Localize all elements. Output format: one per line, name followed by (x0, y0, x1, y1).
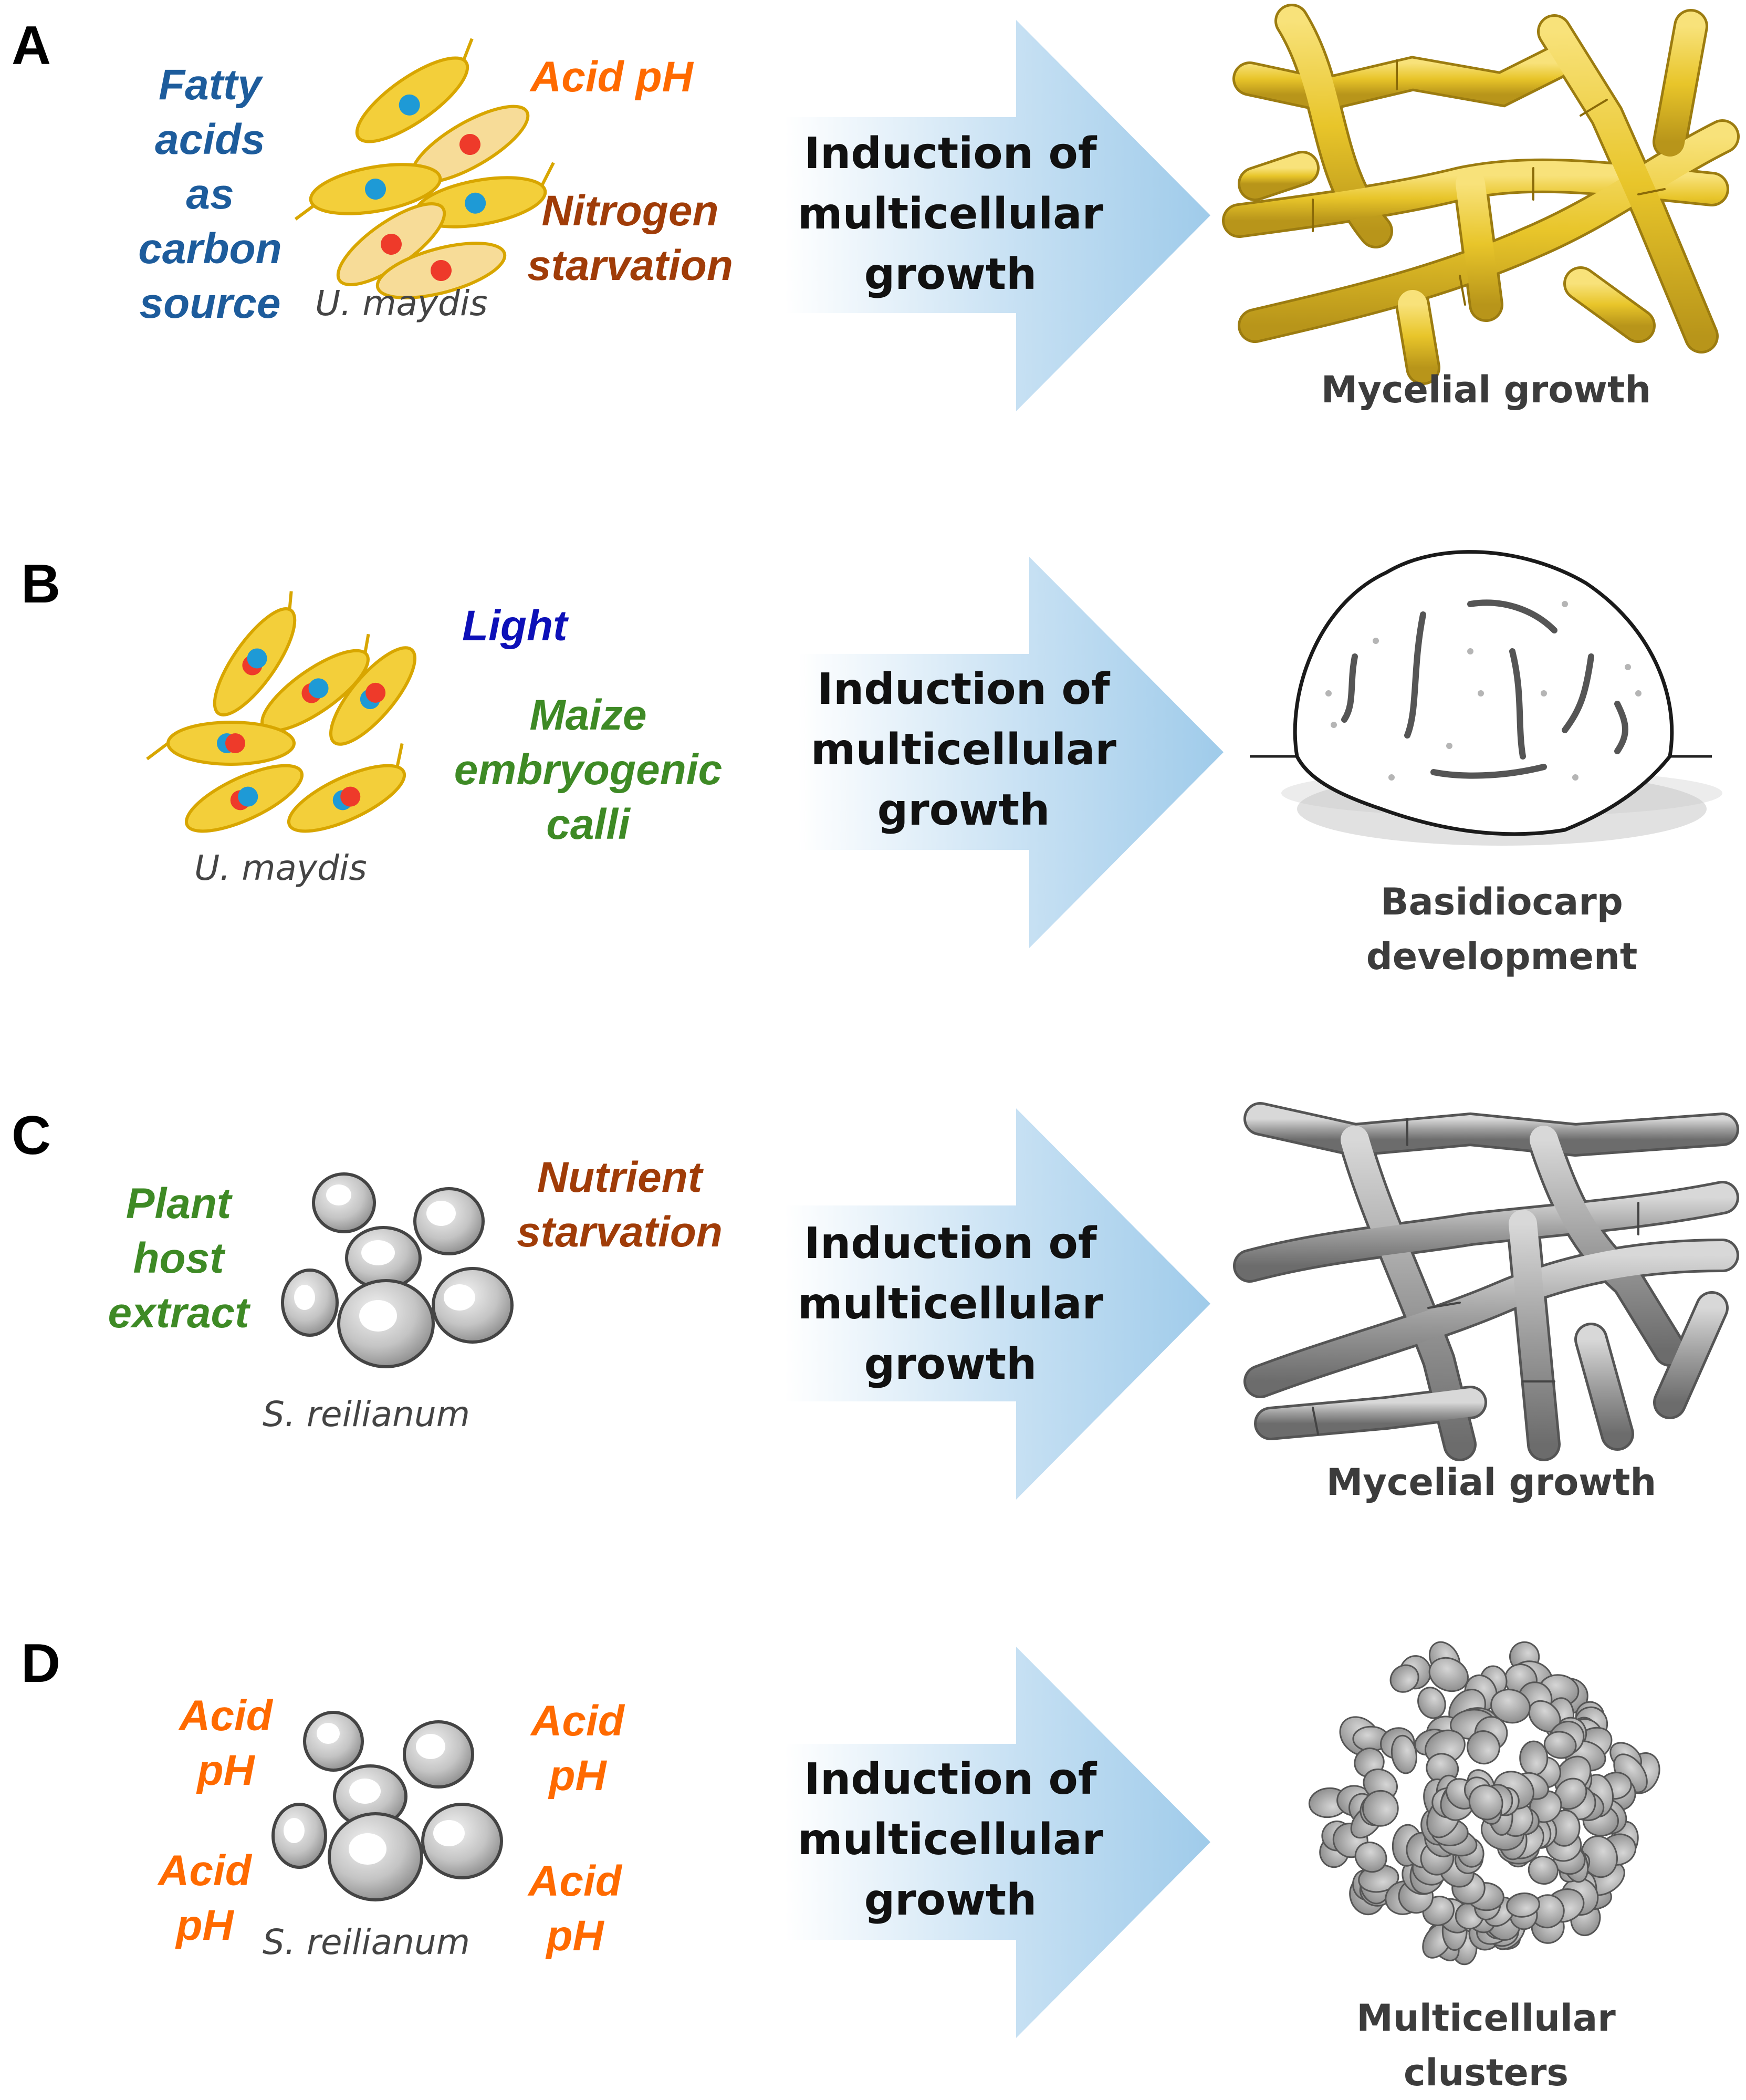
panel-c-outcome: Mycelial growth (1308, 1455, 1675, 1510)
panel-c-gray-hyphae (1233, 1102, 1739, 1461)
panel-d-yeast-cells (271, 1711, 503, 1901)
arrow-text-line: growth (864, 1875, 1037, 1925)
cluster-cell (1354, 1842, 1387, 1873)
panel-c-organism: S. reilianum (263, 1394, 471, 1434)
panel-a-fatty-acids: Fatty acids as carbon source (113, 58, 307, 331)
panel-c-letter: C (12, 1105, 51, 1166)
arrow-text-line: Induction of (817, 664, 1110, 714)
cluster-cell (1468, 1784, 1503, 1821)
panel-d-outcome: Multicellular clusters (1302, 1991, 1670, 2100)
acid-line: pH (197, 1746, 255, 1794)
arrow-text-line: Induction of (804, 1754, 1097, 1804)
cluster-cell (1519, 1740, 1549, 1776)
panel-d-organism: S. reilianum (263, 1922, 471, 1962)
panel-c-arrow (785, 1108, 1210, 1500)
panel-b-arrow (798, 557, 1224, 948)
panel-a-yeast-cells (294, 38, 555, 299)
maize-line: Maize (529, 691, 647, 739)
panel-b-organism: U. maydis (194, 848, 367, 888)
acid-line: Acid (179, 1692, 273, 1740)
panel-a-nitrogen-starvation: Nitrogen starvation (504, 184, 756, 293)
arrow-text-line: Induction of (804, 1219, 1097, 1269)
panel-a-arrow (785, 20, 1210, 411)
acid-line: Acid (528, 1857, 622, 1905)
panel-a-outcome: Mycelial growth (1302, 362, 1670, 417)
panel-d-acid-bl: Acid pH (147, 1844, 263, 1953)
cluster-cell (1467, 1730, 1500, 1765)
panel-d-cell-cluster (1308, 1641, 1660, 1966)
outcome-line: Mycelial growth (1321, 368, 1651, 411)
acid-line: Acid (531, 1697, 624, 1745)
arrow-text-line: multicellular (811, 725, 1116, 775)
panel-d-letter: D (21, 1633, 61, 1694)
acid-line: pH (176, 1901, 234, 1949)
outcome-line: Mycelial growth (1326, 1461, 1657, 1504)
plant-line: Plant (126, 1180, 232, 1228)
panel-d-acid-br: Acid pH (517, 1854, 633, 1963)
panel-b-basidiocarp (1250, 550, 1722, 846)
fatty-line: acids (155, 116, 265, 163)
plant-line: host (133, 1234, 224, 1282)
panel-c-yeast-cells (281, 1172, 514, 1368)
panel-a-organism: U. maydis (315, 283, 488, 324)
acid-line: pH (546, 1912, 604, 1960)
panel-b-arrow-text: Induction of multicellular growth (801, 659, 1126, 840)
panel-b-yeast-cells (146, 591, 417, 833)
panel-b-letter: B (21, 554, 61, 615)
arrow-text-line: multicellular (798, 1279, 1103, 1329)
panel-d-acid-tr: Acid pH (520, 1694, 635, 1803)
arrow-text-line: growth (877, 785, 1050, 835)
nutrient-line: Nutrient (537, 1153, 703, 1201)
arrow-text-line: multicellular (798, 1815, 1103, 1865)
arrow-text-line: Induction of (804, 129, 1097, 179)
fatty-line: carbon (138, 225, 282, 273)
outcome-line: Basidiocarp (1381, 880, 1623, 923)
nitrogen-line: starvation (527, 242, 733, 289)
cluster-cell (1543, 1731, 1577, 1759)
panel-b-light: Light (462, 602, 568, 650)
panel-c-plant-extract: Plant host extract (84, 1177, 273, 1340)
plant-line: extract (108, 1289, 249, 1337)
cluster-cell (1506, 1892, 1540, 1918)
arrow-text-line: multicellular (798, 189, 1103, 239)
panel-a-arrow-text: Induction of multicellular growth (788, 123, 1113, 305)
panel-b-outcome: Basidiocarp development (1318, 875, 1686, 984)
fatty-line: source (139, 279, 281, 327)
cluster-cell (1390, 1734, 1417, 1774)
panel-d-arrow-text: Induction of multicellular growth (788, 1749, 1113, 1930)
cluster-cell (1528, 1855, 1559, 1885)
arrow-text-line: growth (864, 249, 1037, 299)
outcome-line: development (1366, 935, 1638, 978)
panel-a-letter: A (12, 15, 51, 76)
nutrient-line: starvation (517, 1208, 723, 1256)
panel-d-acid-tl: Acid pH (168, 1689, 284, 1798)
acid-line: pH (549, 1752, 607, 1800)
nitrogen-line: Nitrogen (541, 187, 719, 235)
cluster-cell (1362, 1790, 1399, 1827)
acid-line: Acid (158, 1847, 252, 1895)
maize-line: calli (546, 801, 630, 848)
fatty-line: as (186, 170, 234, 218)
panel-d-arrow (785, 1647, 1210, 2038)
arrow-text-line: growth (864, 1339, 1037, 1389)
cluster-cell (1490, 1689, 1531, 1724)
maize-line: embryogenic (454, 746, 723, 794)
panel-a-yellow-hyphae (1222, 4, 1740, 385)
panel-a-acid-ph: Acid pH (530, 53, 693, 101)
cluster-cell (1389, 1664, 1419, 1693)
panel-c-nutrient-starvation: Nutrient starvation (494, 1150, 746, 1260)
panel-c-arrow-text: Induction of multicellular growth (788, 1213, 1113, 1395)
fatty-line: Fatty (159, 61, 262, 109)
outcome-line: clusters (1403, 2051, 1569, 2094)
panel-b-maize-calli: Maize embryogenic calli (420, 688, 756, 852)
outcome-line: Multicellular (1356, 1997, 1616, 2040)
